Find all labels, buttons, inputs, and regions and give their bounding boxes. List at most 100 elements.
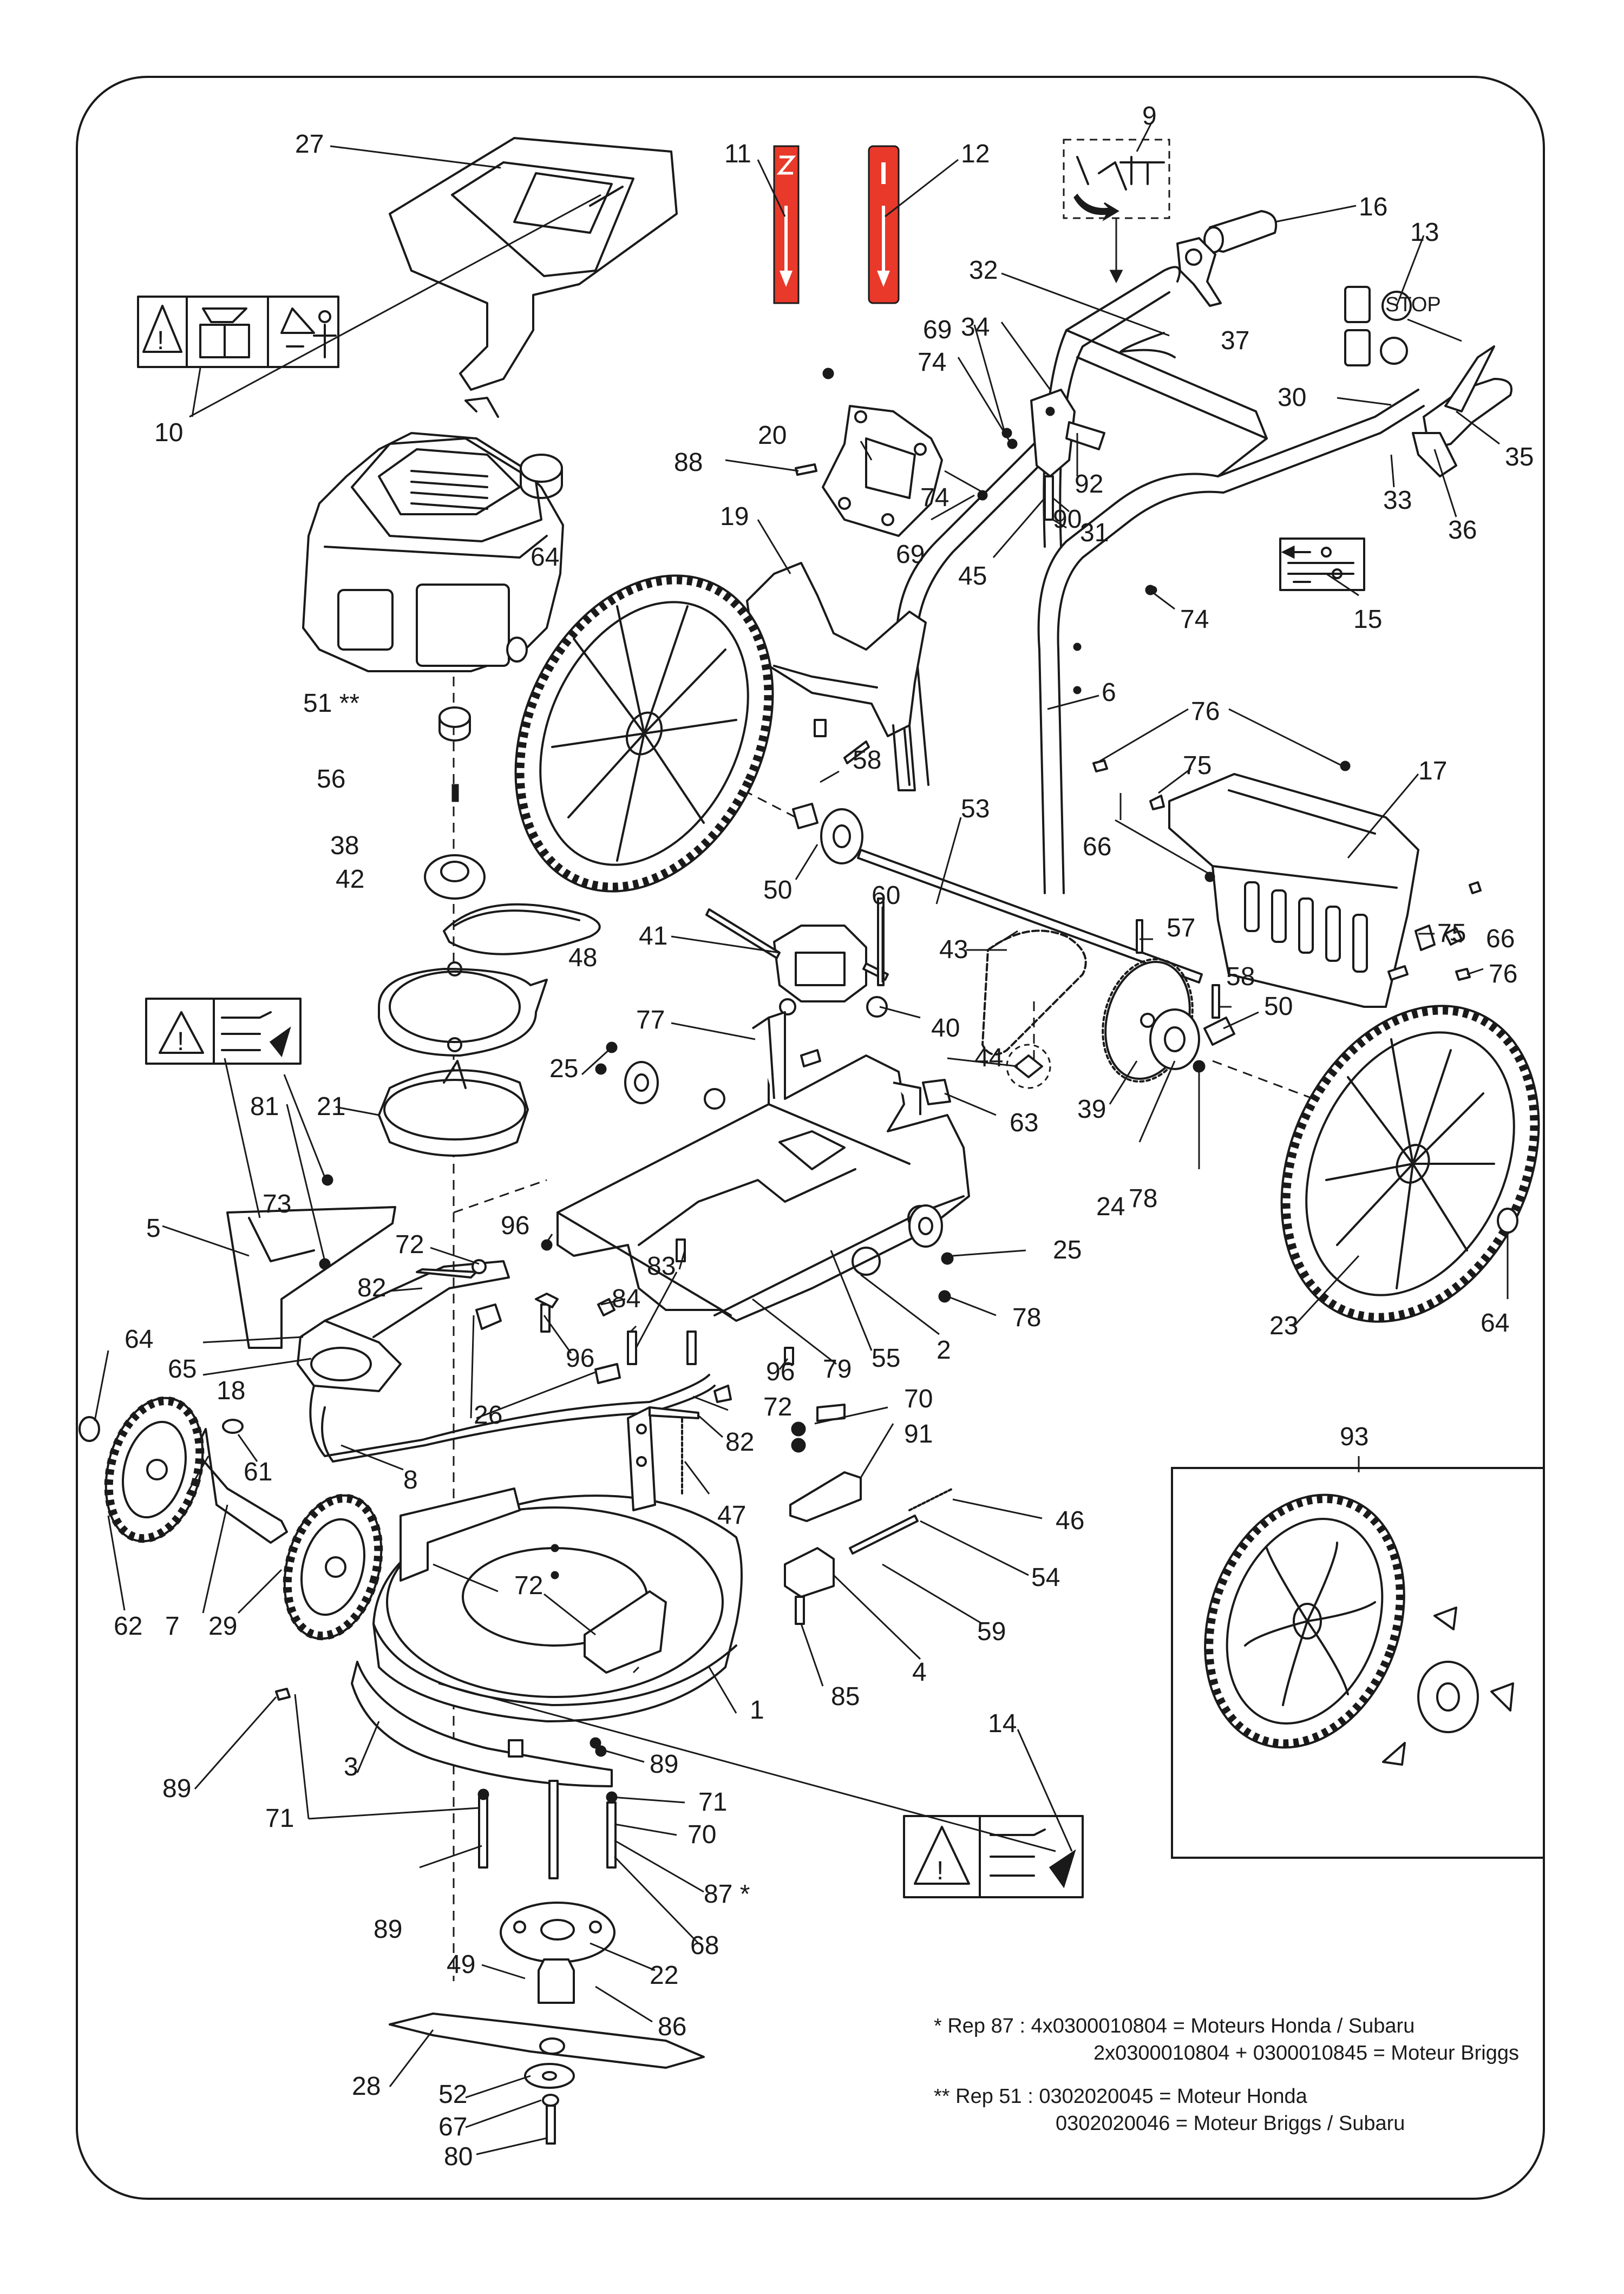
note-rep51-line1: ** Rep 51 : 0302020045 = Moteur Honda: [934, 2085, 1308, 2108]
part-29-front-wheel: [283, 1493, 383, 1641]
callout-50b: 50: [1264, 992, 1293, 1021]
part-23-right-rear-wheel: [1280, 1005, 1540, 1323]
callout-77: 77: [636, 1006, 665, 1034]
callout-71b: 71: [698, 1788, 727, 1817]
callout-72c: 72: [514, 1571, 543, 1600]
callout-59: 59: [977, 1617, 1006, 1646]
callout-78b: 78: [1012, 1303, 1041, 1332]
callout-29: 29: [208, 1612, 237, 1641]
callout-69b: 69: [896, 540, 925, 569]
callout-32: 32: [969, 256, 998, 285]
callout-78a: 78: [1129, 1184, 1157, 1213]
callout-55: 55: [872, 1344, 900, 1373]
part-56-key: [451, 784, 459, 802]
part-51-bush: [438, 706, 471, 742]
part-24-hub-right: [1149, 1008, 1235, 1070]
callout-8: 8: [403, 1466, 418, 1495]
callout-49: 49: [447, 1950, 475, 1979]
part-80-bolt: [546, 2105, 556, 2145]
svg-text:!: !: [177, 1027, 184, 1056]
part-41-gearbox: [705, 908, 889, 1015]
part-engine: [302, 397, 564, 672]
part-93-wheel: [1204, 1493, 1514, 1766]
callout-89c: 89: [374, 1915, 402, 1944]
keep-distance-icon: [286, 324, 337, 358]
callout-60: 60: [872, 881, 900, 910]
part-46-spring: [908, 1487, 954, 1511]
callout-58b: 58: [1226, 962, 1255, 991]
callout-9: 9: [1142, 102, 1157, 130]
callout-67: 67: [438, 2113, 467, 2141]
callout-47: 47: [717, 1501, 746, 1530]
callout-64a: 64: [531, 543, 559, 572]
decal-11: [773, 145, 800, 304]
note-rep51-line2: 0302020046 = Moteur Briggs / Subaru: [1056, 2112, 1405, 2135]
page-frame: [76, 76, 1545, 2200]
callout-75b: 75: [1437, 919, 1466, 948]
callout-33: 33: [1383, 486, 1412, 515]
callout-80: 80: [444, 2142, 473, 2171]
part-21-cup: [378, 1060, 529, 1157]
callout-52: 52: [438, 2080, 467, 2109]
callout-25a: 25: [549, 1054, 578, 1083]
callout-63: 63: [1010, 1109, 1038, 1137]
callout-41: 41: [639, 922, 667, 951]
part-7-front-arm: [194, 1428, 288, 1544]
callout-56: 56: [317, 765, 345, 794]
callout-31: 31: [1080, 519, 1109, 547]
callout-17: 17: [1418, 757, 1447, 785]
part-62-front-wheel: [104, 1396, 205, 1543]
callout-24: 24: [1096, 1192, 1125, 1221]
callout-12: 12: [961, 140, 990, 168]
callout-81: 81: [250, 1092, 279, 1121]
callout-82a: 82: [357, 1274, 386, 1302]
callout-13: 13: [1410, 218, 1439, 247]
callout-96a: 96: [501, 1211, 529, 1240]
callout-74b: 74: [1180, 605, 1209, 634]
part-3-skirt: [351, 1661, 613, 1787]
callout-44: 44: [974, 1044, 1003, 1072]
part-38-pulley: [424, 854, 486, 900]
callout-1: 1: [750, 1696, 764, 1725]
callout-61: 61: [244, 1458, 272, 1486]
callout-27: 27: [295, 130, 324, 159]
callout-51: 51 **: [303, 689, 359, 718]
callout-6: 6: [1102, 678, 1116, 707]
callout-89b: 89: [650, 1750, 678, 1779]
callout-72b: 72: [763, 1393, 792, 1421]
callout-50a: 50: [763, 876, 792, 905]
callout-93: 93: [1340, 1423, 1368, 1451]
part-52-washer: [524, 2063, 575, 2089]
callout-70a: 70: [904, 1385, 933, 1413]
part-brackets-47: [627, 1406, 656, 1511]
svg-text:!: !: [157, 326, 164, 355]
callout-25b: 25: [1053, 1236, 1082, 1264]
callout-57: 57: [1167, 914, 1195, 942]
note-rep87-line1: * Rep 87 : 4x0300010804 = Moteurs Honda …: [934, 2015, 1415, 2037]
svg-text:!: !: [937, 1857, 944, 1885]
callout-40: 40: [931, 1014, 960, 1043]
callout-64c: 64: [1481, 1309, 1509, 1338]
footnotes: * Rep 87 : 4x0300010804 = Moteurs Honda …: [934, 2015, 1519, 2135]
callout-87: 87 *: [704, 1880, 750, 1909]
callout-90: 90: [1053, 505, 1082, 534]
callout-96c: 96: [566, 1344, 594, 1373]
callout-34: 34: [961, 313, 990, 342]
callout-38: 38: [330, 831, 359, 860]
decal-warning-upper: !: [145, 998, 302, 1065]
callout-5: 5: [146, 1214, 161, 1243]
part-40-pinion: [866, 996, 888, 1018]
callout-84: 84: [612, 1284, 640, 1313]
callout-76b: 76: [1489, 960, 1517, 988]
callout-69a: 69: [923, 316, 952, 344]
callout-74a: 74: [918, 348, 946, 377]
decal-9: [1063, 139, 1170, 284]
callout-64b: 64: [125, 1325, 153, 1354]
callout-91: 91: [904, 1420, 933, 1449]
callout-48: 48: [568, 943, 597, 972]
decal-10-safety-labels: !: [137, 296, 339, 368]
callout-68: 68: [690, 1931, 719, 1960]
callout-21: 21: [317, 1092, 345, 1121]
callout-26: 26: [474, 1401, 502, 1430]
